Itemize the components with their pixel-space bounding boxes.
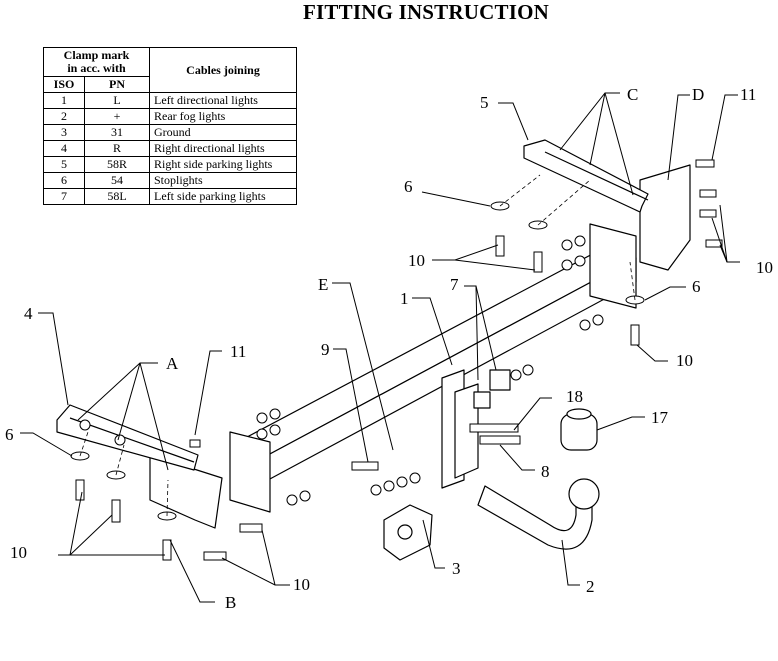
part-label-2: 2 — [586, 577, 595, 596]
part-label-d: D — [692, 85, 705, 104]
part-label-c: C — [627, 85, 639, 104]
spacer-block — [473, 391, 491, 409]
part-label-b: B — [225, 593, 237, 612]
part-label-6: 6 — [692, 277, 701, 296]
left-side-member — [56, 404, 199, 471]
part-label-18: 18 — [566, 387, 583, 406]
cable-joining-table: Clamp mark in acc. with Cables joining I… — [43, 47, 297, 205]
iso-cell: 7 — [43, 188, 85, 205]
cables-joining-header: Cables joining — [149, 47, 297, 93]
spacer-block — [489, 369, 511, 391]
pn-header: PN — [84, 76, 150, 93]
part-label-10: 10 — [293, 575, 310, 594]
cable-cell: Right side parking lights — [149, 156, 297, 173]
part-label-4: 4 — [24, 304, 33, 323]
part-label-a: A — [166, 354, 179, 373]
right-bracket-plate — [589, 223, 637, 309]
part-label-17: 17 — [651, 408, 668, 427]
part-label-7: 7 — [450, 275, 459, 294]
right-side-member — [523, 139, 649, 213]
part-label-10: 10 — [676, 351, 693, 370]
part-label-9: 9 — [321, 340, 330, 359]
part-label-6: 6 — [404, 177, 413, 196]
cable-cell: Right directional lights — [149, 140, 297, 157]
page-title: FITTING INSTRUCTION — [303, 0, 549, 24]
part-label-10: 10 — [756, 258, 773, 277]
part-label-5: 5 — [480, 93, 489, 112]
cable-cell: Ground — [149, 124, 297, 141]
part-label-11: 11 — [740, 85, 757, 104]
nuts — [79, 235, 604, 506]
clamp-mark-label-2: in acc. with — [67, 61, 126, 75]
part-label-10: 10 — [10, 543, 27, 562]
part-label-10: 10 — [408, 251, 425, 270]
cable-cell: Stoplights — [149, 172, 297, 189]
part-label-1: 1 — [400, 289, 409, 308]
part-label-3: 3 — [452, 559, 461, 578]
pn-cell: 31 — [84, 124, 150, 141]
right-end-bracket — [639, 164, 691, 271]
clamp-mark-label: Clamp mark — [63, 48, 130, 62]
part-label-11: 11 — [230, 342, 247, 361]
assembly-lines — [79, 174, 636, 517]
part-label-e: E — [318, 275, 329, 294]
part-label-8: 8 — [541, 462, 550, 481]
cable-cell: Left side parking lights — [149, 188, 297, 205]
left-end-bracket — [149, 454, 223, 529]
clamp-mark-header: Clamp mark in acc. with — [43, 47, 150, 77]
pn-cell: 54 — [84, 172, 150, 189]
tow-ball-arm — [477, 478, 600, 550]
left-bracket-plate — [229, 431, 271, 513]
ball-cover — [560, 408, 598, 451]
leader-lines — [20, 92, 740, 603]
bolts — [75, 159, 723, 561]
part-label-6: 6 — [5, 425, 14, 444]
ball-mount-plate — [454, 383, 479, 479]
pn-cell: 58L — [84, 188, 150, 205]
